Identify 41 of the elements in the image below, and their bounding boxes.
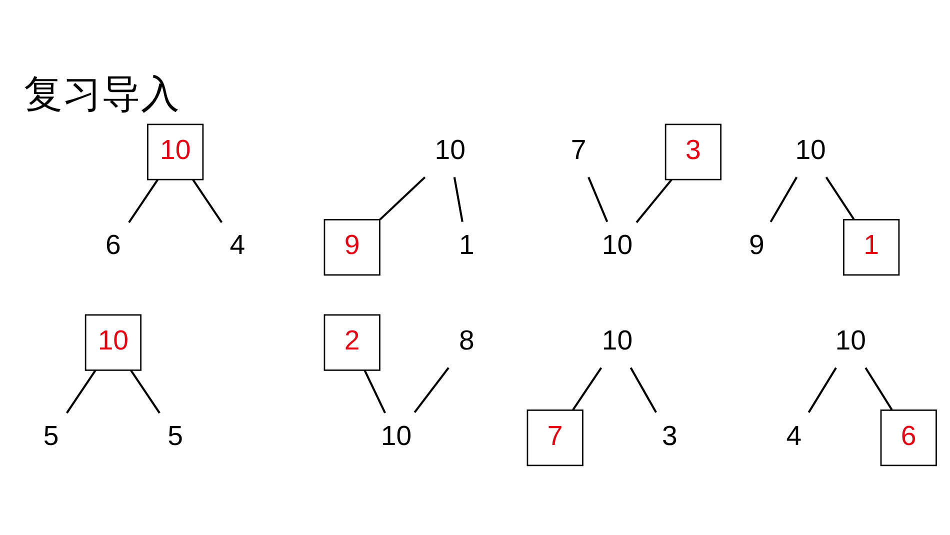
connector [630,366,657,412]
connector [770,176,798,222]
node-box: 6 [880,409,937,466]
node-text: 4 [786,419,802,450]
node-box: 1 [843,218,900,276]
node-box: 10 [147,123,204,180]
node-box: 7 [526,409,584,466]
node-text: 10 [380,419,412,450]
node-text: 10 [602,228,633,260]
connector [825,176,855,220]
connector [572,366,602,410]
connector [808,366,837,412]
node-text: 6 [106,228,121,260]
node-text: 5 [168,419,184,450]
connector [588,176,608,222]
connector [192,178,223,222]
node-text: 10 [835,324,866,355]
connector [864,366,893,410]
connector [130,369,160,414]
connector [66,369,96,414]
node-box: 9 [324,218,380,276]
node-text: 5 [43,419,59,450]
node-box: 10 [84,314,142,370]
node-text: 9 [749,228,764,260]
diagram-title: 复习导入 [24,72,180,116]
node-text: 7 [570,133,586,164]
node-text: 10 [434,133,466,164]
node-text: 1 [459,228,474,260]
connector [453,176,464,222]
node-text: 8 [459,324,474,355]
connector [414,366,450,413]
node-text: 10 [795,133,826,164]
connector [364,369,386,413]
node-text: 3 [662,419,678,450]
connector [379,176,426,220]
node-box: 2 [324,314,380,370]
connector [128,178,159,222]
connector [636,178,672,223]
node-text: 10 [602,324,633,355]
node-text: 4 [230,228,246,260]
node-box: 3 [664,123,722,180]
